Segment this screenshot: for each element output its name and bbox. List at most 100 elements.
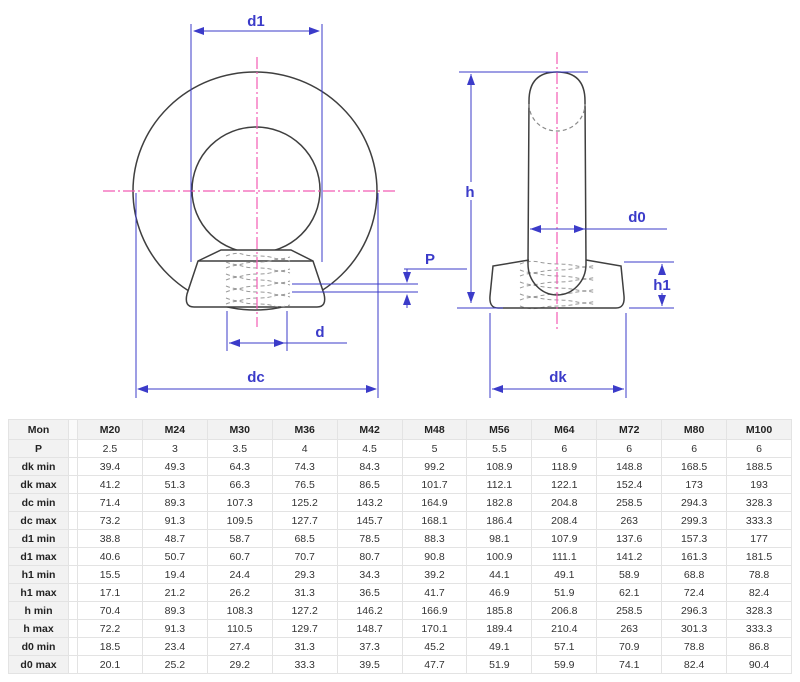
table-cell: 118.9: [531, 457, 598, 476]
table-cell: 204.8: [531, 493, 598, 512]
table-cell: 206.8: [531, 601, 598, 620]
spacer-cell: [68, 511, 78, 530]
table-cell: 6: [661, 439, 728, 458]
table-cell: 333.3: [726, 619, 792, 638]
table-cell: 263: [596, 511, 663, 530]
row-label: h min: [8, 601, 69, 620]
table-cell: 86.8: [726, 637, 792, 656]
row-label: h1 min: [8, 565, 69, 584]
front-view-outline: [132, 71, 378, 311]
table-cell: 182.8: [466, 493, 533, 512]
table-cell: 45.2: [401, 637, 468, 656]
table-cell: 51.9: [531, 583, 598, 602]
table-cell: 36.5: [336, 583, 403, 602]
table-cell: 88.3: [401, 529, 468, 548]
table-cell: 74.3: [271, 457, 338, 476]
table-cell: 108.3: [206, 601, 273, 620]
table-cell: 90.8: [401, 547, 468, 566]
table-cell: 2.5: [77, 439, 143, 458]
table-cell: 173: [661, 475, 728, 494]
table-cell: 51.3: [141, 475, 208, 494]
table-cell: 143.2: [336, 493, 403, 512]
front-nut-base: [185, 249, 326, 308]
row-label: dc max: [8, 511, 69, 530]
table-cell: 185.8: [466, 601, 533, 620]
table-cell: 111.1: [531, 547, 598, 566]
table-cell: 29.2: [206, 655, 273, 674]
table-cell: 82.4: [726, 583, 792, 602]
row-label: dk max: [8, 475, 69, 494]
dimension-lines: [135, 24, 674, 398]
table-cell: 101.7: [401, 475, 468, 494]
table-cell: 19.4: [141, 565, 208, 584]
spacer-cell: [68, 547, 78, 566]
table-cell: 301.3: [661, 619, 728, 638]
table-cell: 49.3: [141, 457, 208, 476]
table-cell: 27.4: [206, 637, 273, 656]
table-cell: 145.7: [336, 511, 403, 530]
table-cell: 4.5: [336, 439, 403, 458]
spacer-cell: [68, 475, 78, 494]
table-cell: 40.6: [77, 547, 143, 566]
table-cell: 20.1: [77, 655, 143, 674]
table-cell: 137.6: [596, 529, 663, 548]
table-cell: 110.5: [206, 619, 273, 638]
table-cell: 210.4: [531, 619, 598, 638]
table-cell: 157.3: [661, 529, 728, 548]
table-cell: 328.3: [726, 493, 792, 512]
column-header: M72: [596, 419, 663, 440]
table-cell: 72.2: [77, 619, 143, 638]
spacer-cell: [68, 457, 78, 476]
table-cell: 3: [141, 439, 208, 458]
table-cell: 296.3: [661, 601, 728, 620]
spacer-cell: [68, 419, 78, 440]
table-cell: 38.8: [77, 529, 143, 548]
table-cell: 34.3: [336, 565, 403, 584]
table-cell: 294.3: [661, 493, 728, 512]
table-cell: 78.8: [726, 565, 792, 584]
column-header: M56: [466, 419, 533, 440]
table-cell: 129.7: [271, 619, 338, 638]
table-cell: 161.3: [661, 547, 728, 566]
side-thread-hatch: [519, 260, 597, 310]
table-cell: 80.7: [336, 547, 403, 566]
table-cell: 50.7: [141, 547, 208, 566]
table-cell: 146.2: [336, 601, 403, 620]
row-label: d0 min: [8, 637, 69, 656]
row-label: d1 min: [8, 529, 69, 548]
table-cell: 47.7: [401, 655, 468, 674]
table-cell: 62.1: [596, 583, 663, 602]
table-cell: 39.5: [336, 655, 403, 674]
table-cell: 73.2: [77, 511, 143, 530]
row-label: d1 max: [8, 547, 69, 566]
dim-label-d1: d1: [247, 13, 265, 30]
table-cell: 208.4: [531, 511, 598, 530]
table-cell: 15.5: [77, 565, 143, 584]
table-cell: 78.8: [661, 637, 728, 656]
table-cell: 108.9: [466, 457, 533, 476]
front-eye-hole: [191, 126, 321, 254]
table-cell: 166.9: [401, 601, 468, 620]
h1-label-backplate: [650, 275, 675, 293]
table-cell: 91.3: [141, 511, 208, 530]
table-cell: 72.4: [661, 583, 728, 602]
table-cell: 57.1: [531, 637, 598, 656]
table-cell: 68.5: [271, 529, 338, 548]
spacer-cell: [68, 529, 78, 548]
row-label: h max: [8, 619, 69, 638]
table-cell: 23.4: [141, 637, 208, 656]
table-cell: 263: [596, 619, 663, 638]
table-cell: 31.3: [271, 637, 338, 656]
table-cell: 44.1: [466, 565, 533, 584]
table-cell: 49.1: [466, 637, 533, 656]
column-header: M80: [661, 419, 728, 440]
dim-label-h1: h1: [653, 277, 671, 294]
column-header: M64: [531, 419, 598, 440]
